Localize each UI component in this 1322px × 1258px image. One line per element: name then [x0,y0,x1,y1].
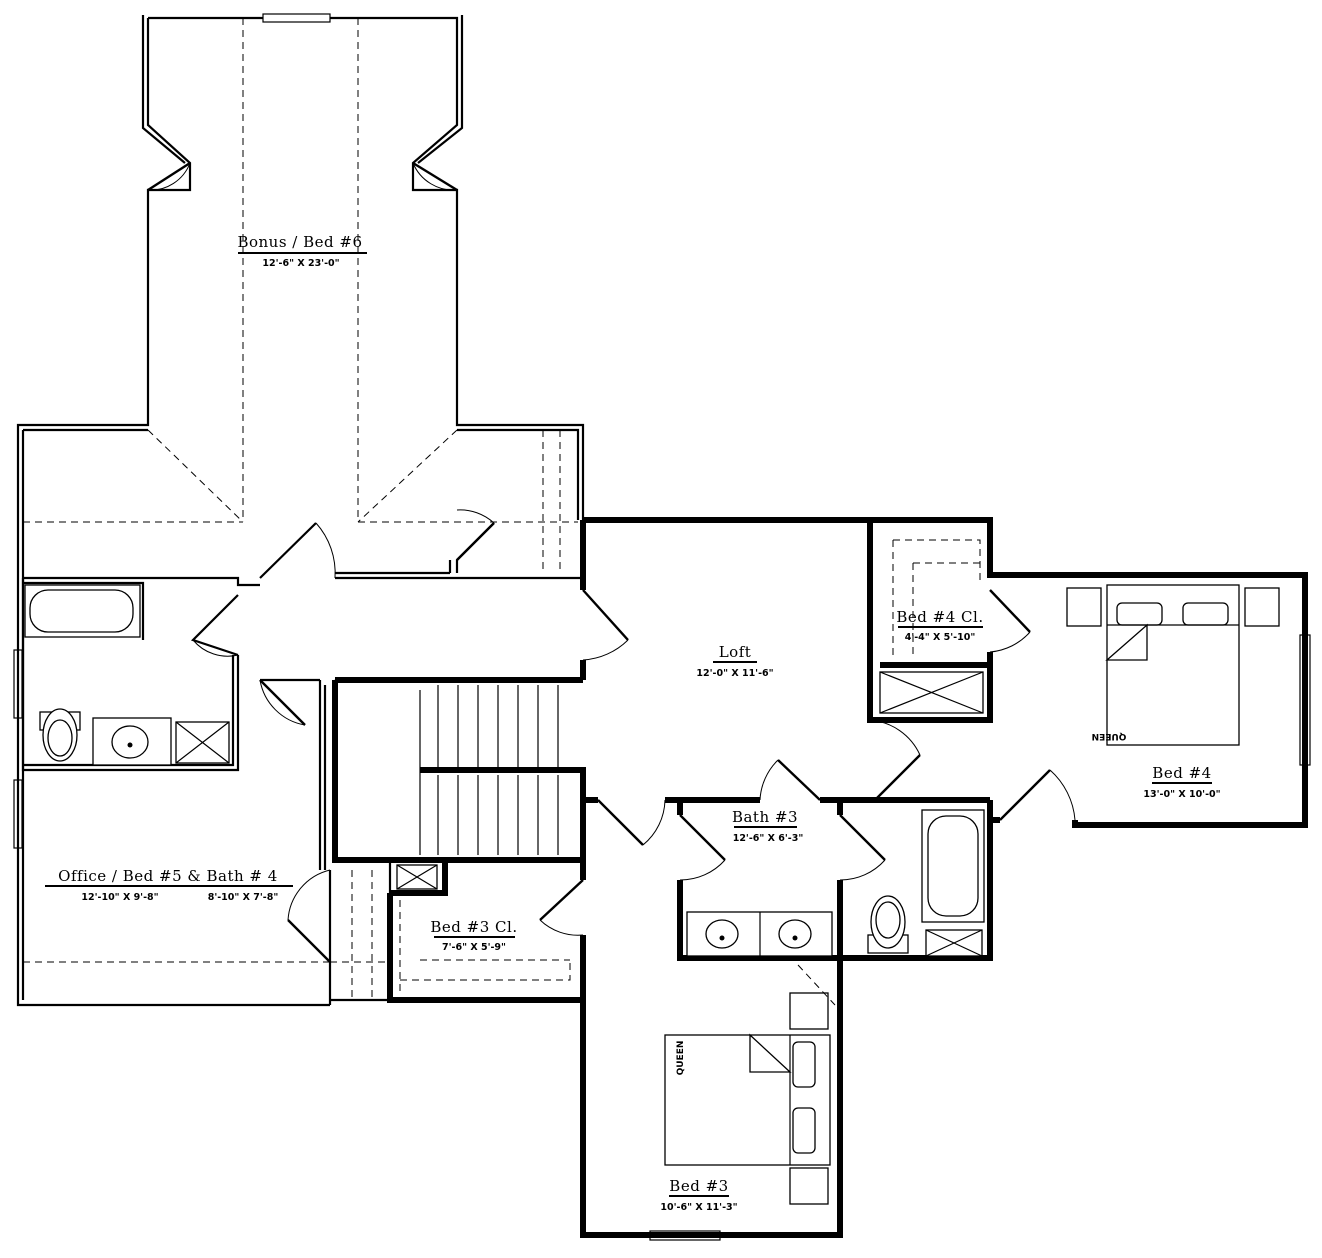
room-labels: Bonus / Bed #6 12'-6" X 23'-0" Loft 12'-… [45,233,1221,1213]
bath3-name: Bath #3 [732,808,798,826]
bed4-closet-name: Bed #4 Cl. [896,608,983,626]
bath4-window [13,649,23,719]
bed3-nightstand-bottom [789,1167,829,1205]
bed4-bed-label: QUEEN [1092,731,1127,741]
doors [147,161,1076,963]
bed3-closet-dims: 7'-6" X 5'-9" [442,942,506,953]
bath3-dims: 12'-6" X 6'-3" [733,833,804,844]
bed3-window [649,1230,721,1241]
office-dims-b: 8'-10" X 7'-8" [208,892,279,903]
bed4-dims: 13'-0" X 10'-0" [1143,789,1220,800]
bed3-closet [387,857,586,1003]
bed4-nightstand-right [1244,587,1280,627]
office-dims-a: 12'-10" X 9'-8" [81,892,158,903]
bonus-room-name: Bonus / Bed #6 [237,233,362,251]
bonus-window [262,13,331,23]
loft-name: Loft [719,643,752,661]
bonus-lower-walls [23,522,583,587]
bed4-name: Bed #4 [1152,764,1211,782]
bonus-room-walls [16,13,585,1007]
office-name: Office / Bed #5 & Bath # 4 [58,867,278,885]
loft-walls [580,517,870,803]
bed3-bed: QUEEN [664,964,836,1205]
bath3-walls [665,797,993,961]
bed3-dims: 10'-6" X 11'-3" [660,1202,737,1213]
bath4 [13,578,240,772]
bonus-room-dims: 12'-6" X 23'-0" [262,258,339,269]
bed4-nightstand-left [1066,587,1102,627]
office-window [13,779,23,849]
bed3-walls [580,958,843,1241]
bed3-nightstand-top [789,992,829,1030]
bed3-bed-label: QUEEN [676,1041,686,1076]
bed3-closet-name: Bed #3 Cl. [430,918,517,936]
stairs [318,677,586,870]
bed4-closet [867,517,993,723]
bed3-name: Bed #3 [669,1177,728,1195]
bath4-toilet [39,708,81,762]
bath3-toilet [867,895,909,954]
bed4-window [1299,634,1311,766]
loft-dims: 12'-0" X 11'-6" [696,668,773,679]
bed4-closet-dims: 4'-4" X 5'-10" [905,632,976,643]
bed4-bed: QUEEN [1066,584,1280,746]
